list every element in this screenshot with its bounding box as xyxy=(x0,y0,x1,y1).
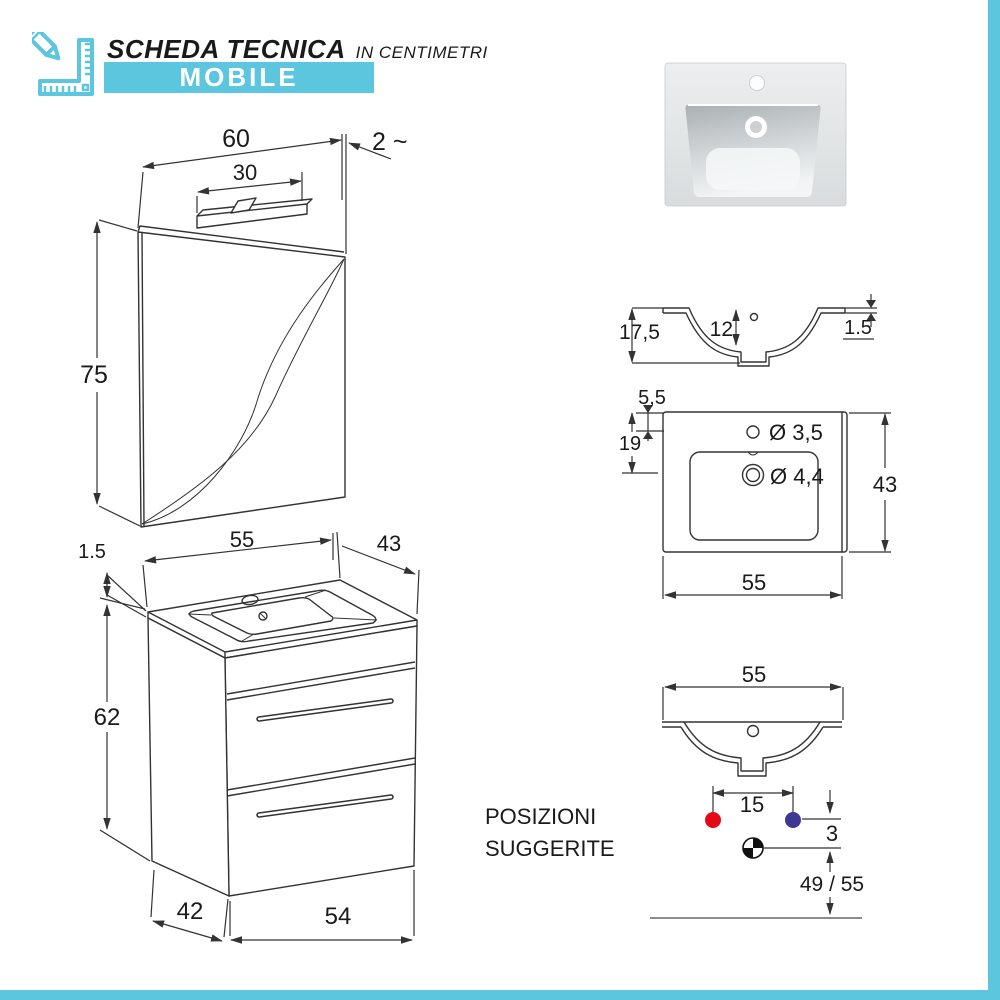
section-height-dim: 17,5 xyxy=(619,321,660,344)
cabinet-height-dim: 62 xyxy=(94,704,121,731)
cabinet-top-thickness-dim: 1.5 xyxy=(78,541,106,563)
drain-offset-dim: 3 xyxy=(826,821,838,846)
topview-depth-dim: 43 xyxy=(873,472,897,497)
cabinet-top-width-dim: 55 xyxy=(230,527,254,552)
bottom-accent-bar xyxy=(0,990,1000,1000)
basin-bottom-view-drawing: 55 15 3 49 / 55 POSIZIONI SUGGERITE xyxy=(485,662,864,919)
topview-drain-hole-dim: Ø 4,4 xyxy=(770,464,824,489)
section-bowl-depth-dim: 12 xyxy=(710,318,733,341)
right-accent-bar xyxy=(988,0,1000,1000)
page-title: SCHEDA TECNICA xyxy=(107,34,346,64)
cabinet-top-depth-dim: 43 xyxy=(377,531,401,556)
mirror-height-dim: 75 xyxy=(80,361,108,389)
drain-center-symbol xyxy=(742,837,764,859)
topview-drain-offset-dim: 19 xyxy=(619,433,641,455)
sink-photo xyxy=(664,62,847,207)
basin-top-view-drawing: Ø 3,5 Ø 4,4 5,5 19 43 55 xyxy=(619,387,897,599)
cabinet-bottom-width-dim: 54 xyxy=(325,903,352,930)
hot-water-dot xyxy=(705,812,721,828)
topview-faucet-offset-dim: 5,5 xyxy=(638,387,666,409)
cold-water-dot xyxy=(785,812,801,828)
tap-spacing-dim: 15 xyxy=(740,792,764,817)
mirror-width-dim: 60 xyxy=(222,125,250,153)
page-subtitle: IN CENTIMETRI xyxy=(355,43,488,62)
note-posizioni: POSIZIONI xyxy=(485,804,596,829)
topview-faucet-hole-dim: Ø 3,5 xyxy=(769,420,823,445)
cabinet-drawing: 55 43 1.5 62 42 54 xyxy=(78,527,420,944)
basin-section-drawing: 17,5 12 1.5 xyxy=(619,294,877,367)
drain-height-dim: 49 / 55 xyxy=(800,873,864,896)
note-suggerite: SUGGERITE xyxy=(485,836,615,861)
category-banner-label: MOBILE xyxy=(179,62,299,92)
topview-width-dim: 55 xyxy=(742,570,766,595)
cabinet-bottom-depth-dim: 42 xyxy=(177,898,204,925)
mirror-light-width-dim: 30 xyxy=(233,160,257,185)
mirror-drawing: 60 2 ~ 30 75 xyxy=(80,125,407,528)
bottomview-width-dim: 55 xyxy=(742,662,766,687)
category-banner: MOBILE xyxy=(104,62,374,93)
section-rim-dim: 1.5 xyxy=(844,317,872,339)
ruler-pencil-icon xyxy=(25,25,100,103)
mirror-depth-dim: 2 ~ xyxy=(372,128,407,156)
